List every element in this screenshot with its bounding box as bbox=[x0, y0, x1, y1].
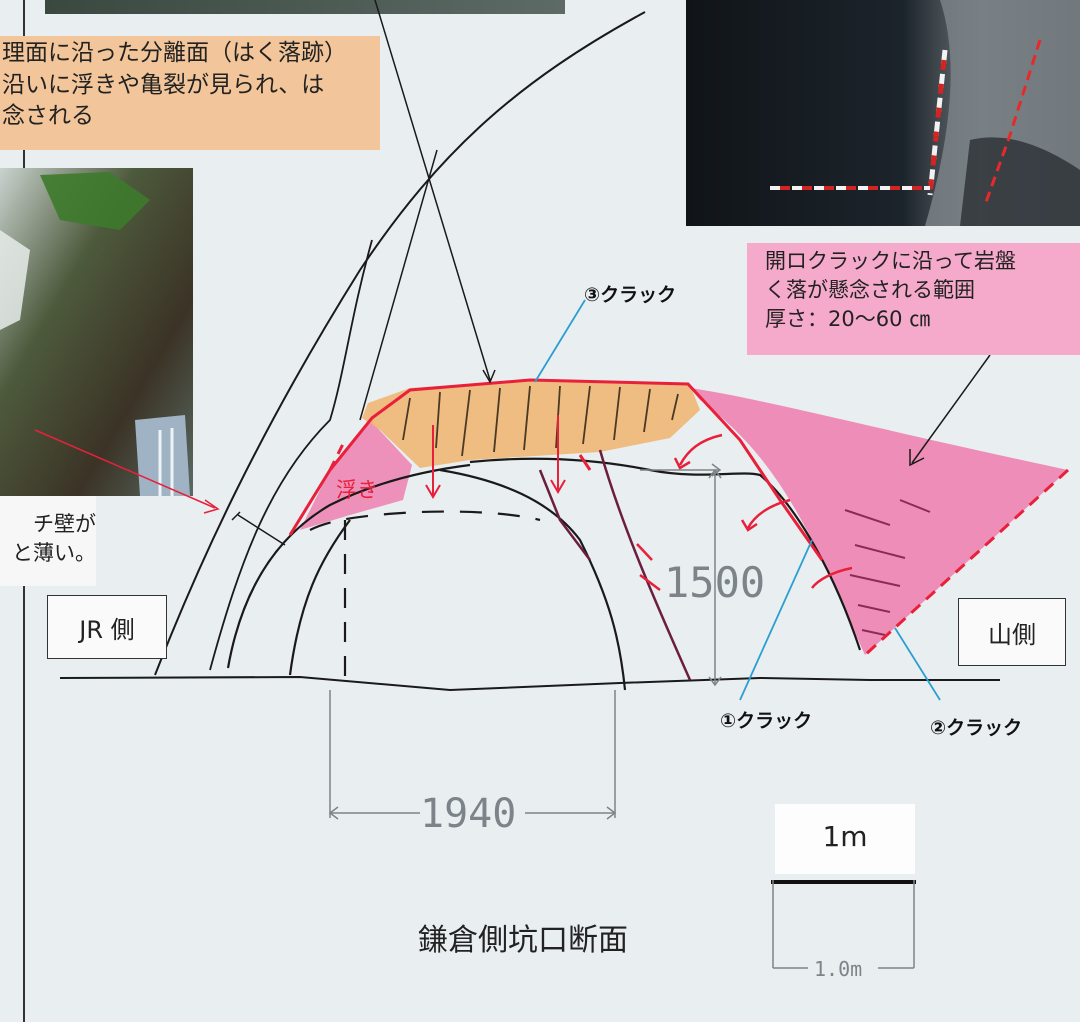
pink-zone-hatching bbox=[844, 499, 931, 636]
slope-inner-outline bbox=[209, 239, 373, 671]
dark-crack-lines bbox=[538, 449, 692, 681]
dimension-lines bbox=[328, 463, 722, 820]
red-curved-arrows bbox=[636, 433, 853, 591]
note-thin-wall: チ壁が と薄い。 bbox=[0, 496, 96, 586]
pink-floating-zone bbox=[300, 420, 412, 530]
crack-1-label: ①クラック bbox=[720, 710, 813, 732]
scale-bar bbox=[771, 804, 916, 969]
width-dimension: 1940 bbox=[420, 791, 517, 837]
figure-title: 鎌倉側坑口断面 bbox=[418, 923, 628, 958]
photo-callout-line bbox=[34, 429, 216, 509]
orange-zone-hatching bbox=[402, 385, 679, 457]
note-open-crack-range: 開ロクラックに沿って岩盤 く落が懸念される範囲 厚さ：20〜60 ㎝ bbox=[747, 243, 1080, 355]
photo-top-right-tunnel bbox=[686, 0, 1080, 226]
leader-lines bbox=[231, 0, 991, 546]
crack-2-label: ②クラック bbox=[930, 717, 1023, 739]
photo-left-rock-face bbox=[0, 168, 193, 496]
scale-bottom-label: 1.0m bbox=[814, 957, 863, 981]
orange-separation-zone bbox=[362, 380, 700, 468]
slope-outline bbox=[154, 11, 646, 676]
note-separation-plane: 理面に沿った分離面（はく落跡） 沿いに浮きや亀裂が見られ、は 念される bbox=[0, 36, 380, 150]
ground-line bbox=[59, 675, 1000, 692]
tunnel-arch-lines bbox=[226, 457, 862, 691]
red-crack-lines bbox=[288, 378, 1070, 657]
jr-side-box: JR 側 bbox=[47, 595, 167, 659]
crack-leader-lines bbox=[534, 299, 941, 701]
mountain-side-box: 山側 bbox=[958, 598, 1066, 666]
height-dimension: 1500 bbox=[664, 558, 766, 607]
float-label: 浮き bbox=[336, 478, 378, 502]
photo-top-left bbox=[45, 0, 565, 14]
crack-3-label: ③クラック bbox=[584, 284, 677, 306]
scale-top-label: 1m bbox=[822, 820, 868, 853]
red-down-arrows bbox=[425, 415, 566, 499]
